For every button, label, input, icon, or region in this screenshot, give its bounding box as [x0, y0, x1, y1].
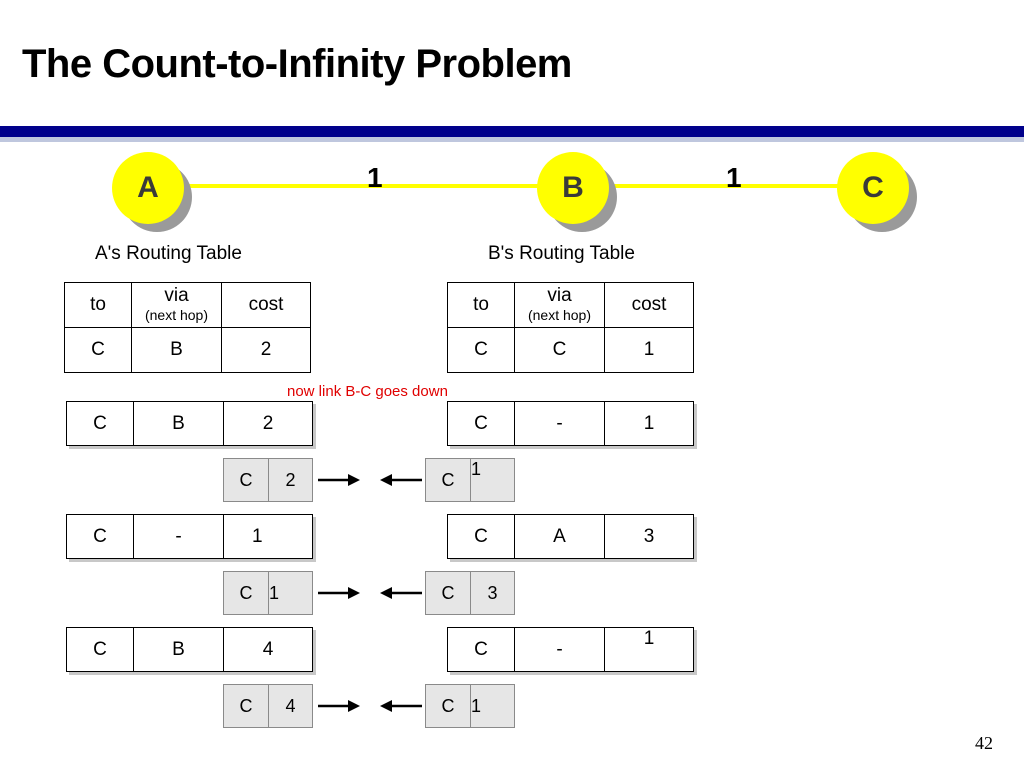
arrow-right-icon	[318, 587, 360, 599]
message-cost: 3	[470, 571, 515, 615]
b-table-row-step2: C A 3	[447, 514, 694, 559]
message-cost: 1	[268, 571, 313, 615]
message-dest: C	[425, 571, 471, 615]
arrow-left-icon	[380, 587, 422, 599]
message-a-to-b: C 1	[223, 571, 313, 615]
b-row-cost: 1	[604, 627, 694, 672]
arrow-right-icon	[318, 700, 360, 712]
node-c: C	[837, 152, 909, 224]
header-via: via (next hop)	[514, 282, 605, 328]
a-table-row-step2: C - 1	[66, 514, 313, 559]
header-via-label: via	[164, 285, 189, 306]
b-row-cost: 1	[604, 327, 694, 373]
title-divider-shadow	[0, 137, 1024, 142]
a-row-cost: 2	[221, 327, 311, 373]
message-dest: C	[223, 458, 269, 502]
message-b-to-a: C 3	[425, 571, 515, 615]
b-row-via: -	[514, 627, 605, 672]
b-row-to: C	[447, 627, 515, 672]
message-b-to-a: C 1	[425, 684, 515, 728]
header-to: to	[64, 282, 132, 328]
header-to: to	[447, 282, 515, 328]
header-cost: cost	[604, 282, 694, 328]
message-dest: C	[223, 684, 269, 728]
a-table-row-step3: C B 4	[66, 627, 313, 672]
b-table-title: B's Routing Table	[488, 243, 635, 264]
a-table-title: A's Routing Table	[95, 243, 242, 264]
b-row-via: -	[514, 401, 605, 446]
arrow-right-icon	[318, 474, 360, 486]
b-row-cost: 1	[604, 401, 694, 446]
message-cost: 2	[268, 458, 313, 502]
a-row-to: C	[66, 627, 134, 672]
b-table-row-step1: C - 1	[447, 401, 694, 446]
message-cost: 4	[268, 684, 313, 728]
slide-title: The Count-to-Infinity Problem	[22, 42, 572, 86]
a-routing-table: to via (next hop) cost C B 2	[64, 282, 311, 373]
link-b-c-cost: 1	[726, 162, 742, 193]
a-row-via: -	[133, 514, 224, 559]
b-row-to: C	[447, 401, 515, 446]
message-b-to-a: C 1	[425, 458, 515, 502]
title-divider	[0, 126, 1024, 137]
b-table-row-step3: C - 1	[447, 627, 694, 672]
a-row-to: C	[66, 401, 134, 446]
b-row-to: C	[447, 514, 515, 559]
header-cost: cost	[221, 282, 311, 328]
message-dest: C	[223, 571, 269, 615]
b-row-via: C	[514, 327, 605, 373]
a-row-cost: 4	[223, 627, 313, 672]
a-row-via: B	[131, 327, 222, 373]
node-b: B	[537, 152, 609, 224]
header-via-sub: (next hop)	[527, 307, 592, 323]
a-row-to: C	[64, 327, 132, 373]
b-row-cost: 3	[604, 514, 694, 559]
link-a-b-cost: 1	[367, 162, 383, 193]
link-b-c	[574, 184, 874, 188]
message-dest: C	[425, 458, 471, 502]
link-down-note: now link B-C goes down	[287, 383, 448, 400]
b-routing-table: to via (next hop) cost C C 1	[447, 282, 694, 373]
a-row-via: B	[133, 401, 224, 446]
a-row-via: B	[133, 627, 224, 672]
link-a-b	[150, 184, 574, 188]
b-row-via: A	[514, 514, 605, 559]
header-via-sub: (next hop)	[144, 307, 209, 323]
header-via-label: via	[547, 285, 572, 306]
page-number: 42	[975, 733, 993, 753]
arrow-left-icon	[380, 474, 422, 486]
a-row-cost: 1	[223, 514, 313, 559]
message-a-to-b: C 4	[223, 684, 313, 728]
header-via: via (next hop)	[131, 282, 222, 328]
node-a: A	[112, 152, 184, 224]
arrow-left-icon	[380, 700, 422, 712]
message-dest: C	[425, 684, 471, 728]
b-row-to: C	[447, 327, 515, 373]
message-cost: 1	[470, 458, 515, 502]
message-cost: 1	[470, 684, 515, 728]
a-row-cost: 2	[223, 401, 313, 446]
message-a-to-b: C 2	[223, 458, 313, 502]
a-row-to: C	[66, 514, 134, 559]
a-table-row-step1: C B 2	[66, 401, 313, 446]
